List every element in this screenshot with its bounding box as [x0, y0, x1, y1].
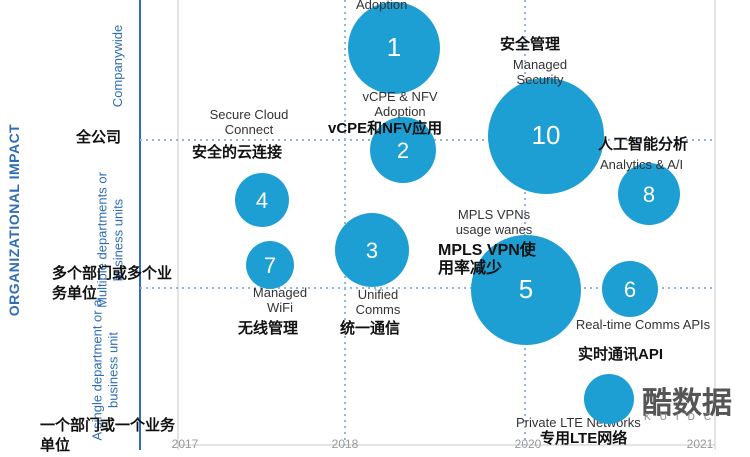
- label-zh-5: MPLS VPN使用率减少: [438, 242, 536, 278]
- label-en-5: MPLS VPNs usage wanes: [455, 207, 533, 237]
- label-zh-private-lte: 专用LTE网络: [540, 430, 628, 447]
- gridlines: [140, 0, 715, 445]
- x-tick-2018: 2018: [331, 437, 359, 451]
- label-zh-3: 统一通信: [340, 320, 401, 337]
- watermark: 酷数据 KUIDC: [582, 372, 750, 432]
- label-en-6: Real-time Comms APIs: [575, 317, 711, 332]
- bubble-number-7: 7: [264, 253, 276, 278]
- watermark-logo-icon: [584, 374, 634, 424]
- label-en-3: Unified Comms: [355, 287, 401, 317]
- bubble-2: [370, 117, 436, 183]
- bubble-number-3: 3: [366, 238, 378, 263]
- label-zh-8: 人工智能分析: [598, 136, 689, 153]
- bubble-8: [618, 163, 680, 225]
- x-tick-2017: 2017: [171, 437, 199, 451]
- bubble-number-6: 6: [624, 277, 636, 302]
- bubble-6: [602, 261, 658, 317]
- label-en-4: Secure Cloud Connect: [209, 107, 289, 137]
- bubble-1: [348, 2, 440, 94]
- y-zh-single: 一个部门或一个业务单位: [40, 417, 176, 455]
- watermark-sub: KUIDC: [644, 412, 721, 423]
- bubbles-layer: 1 2 3 4 5 6 7 8 10: [235, 2, 680, 345]
- bubble-4: [235, 173, 289, 227]
- label-zh-4: 安全的云连接: [192, 144, 283, 161]
- label-en-7: Managed WiFi: [252, 285, 308, 315]
- x-tick-2020: 2020: [514, 437, 542, 451]
- bubble-number-5: 5: [519, 274, 533, 304]
- top-cut-label: Adoption: [356, 0, 408, 12]
- bubble-3: [335, 213, 409, 287]
- label-zh-6: 实时通讯API: [578, 346, 664, 363]
- label-zh-2: vCPE和NFV应用: [328, 120, 443, 137]
- label-en-2: vCPE & NFV Adoption: [362, 89, 438, 119]
- x-tick-2021: 2021: [686, 437, 714, 451]
- watermark-brand: 酷数据: [642, 386, 732, 421]
- y-zh-multiple: 多个部门或多个业务单位: [52, 265, 173, 303]
- bubble-number-4: 4: [256, 188, 268, 213]
- bubble-number-1: 1: [387, 32, 401, 62]
- bubble-number-2: 2: [397, 138, 409, 163]
- bubble-number-10: 10: [532, 120, 561, 150]
- label-zh-7: 无线管理: [238, 320, 299, 337]
- bubble-7: [246, 241, 294, 289]
- plot-frame: [139, 0, 716, 450]
- label-en-10: Managed Security: [512, 57, 568, 87]
- y-zh-companywide: 全公司: [76, 129, 122, 146]
- label-zh-10: 安全管理: [500, 36, 561, 53]
- y-tick-companywide: Companywide: [110, 24, 126, 108]
- bubble-5: [471, 235, 581, 345]
- bubble-10: [488, 78, 604, 194]
- label-en-8: Analytics & A/I: [600, 157, 684, 172]
- bubble-number-8: 8: [643, 182, 655, 207]
- y-axis-title: ORGANIZATIONAL IMPACT: [6, 123, 22, 317]
